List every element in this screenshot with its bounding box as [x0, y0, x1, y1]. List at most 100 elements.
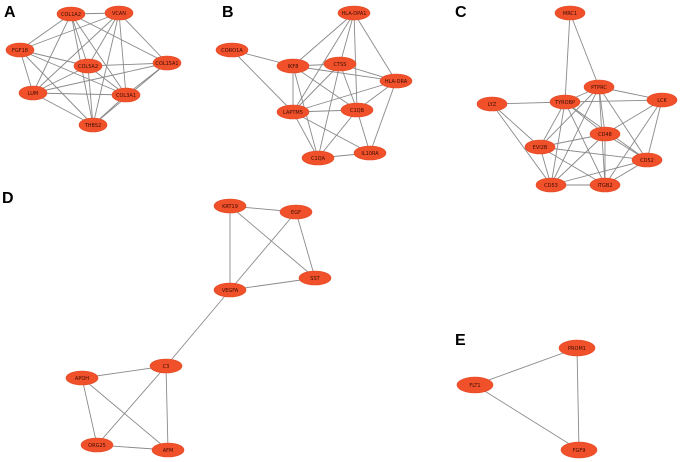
edge-ptprc-cd48 — [598, 86, 606, 135]
node-vegfa[interactable]: VEGFA — [213, 282, 247, 298]
node-label-lck: LCK — [657, 98, 667, 104]
node-tyrobp[interactable]: TYROBP — [549, 94, 581, 110]
edge-krt19-sst — [229, 205, 316, 279]
node-col15a1[interactable]: COL15A1 — [152, 55, 182, 71]
node-cd48[interactable]: CD48 — [589, 126, 621, 142]
node-ellipse-hla-dra[interactable] — [379, 73, 413, 89]
node-flt1[interactable]: FLT1 — [456, 376, 494, 394]
node-vcan[interactable]: VCAN — [104, 5, 134, 21]
node-ellipse-sst[interactable] — [298, 270, 332, 286]
node-ellipse-col15a1[interactable] — [152, 55, 182, 71]
node-ellipse-cd53[interactable] — [535, 177, 567, 193]
node-ellipse-c3[interactable] — [149, 358, 183, 374]
node-egf[interactable]: EGF — [279, 204, 313, 220]
node-ellipse-fgf18[interactable] — [5, 42, 35, 58]
node-ellipse-col1a2[interactable] — [56, 6, 86, 22]
node-fgf18[interactable]: FGF18 — [5, 42, 35, 58]
edge-vcan-col15a1 — [118, 12, 168, 64]
node-ellipse-vcan[interactable] — [104, 5, 134, 21]
node-ellipse-thbs2[interactable] — [78, 117, 108, 133]
node-ikf8[interactable]: IKF8 — [276, 58, 310, 74]
node-sst[interactable]: SST — [298, 270, 332, 286]
node-ellipse-col5a2[interactable] — [73, 58, 103, 74]
panel-e-edges — [474, 347, 580, 451]
node-krt19[interactable]: KRT19 — [213, 198, 247, 214]
node-lck[interactable]: LCK — [646, 92, 678, 108]
node-ellipse-ptprc[interactable] — [583, 79, 615, 95]
node-c3[interactable]: C3 — [149, 358, 183, 374]
node-label-cd52: CD52 — [640, 158, 654, 164]
edge-lyz-evi2b — [491, 103, 541, 148]
node-label-ikf8: IKF8 — [288, 64, 299, 70]
panel-letter-e: E — [455, 332, 466, 349]
node-ellipse-hla-dpa1[interactable] — [337, 5, 371, 21]
node-hla-dra[interactable]: HLA-DRA — [379, 73, 413, 89]
node-ellipse-mrc1[interactable] — [554, 5, 586, 21]
node-ellipse-egf[interactable] — [279, 204, 313, 220]
node-thbs2[interactable]: THBS2 — [78, 117, 108, 133]
node-ellipse-flt1[interactable] — [456, 376, 494, 394]
node-hla-dpa1[interactable]: HLA-DPA1 — [337, 5, 371, 21]
node-col5a2[interactable]: COL5A2 — [73, 58, 103, 74]
edge-ctss-laptm5 — [292, 63, 341, 113]
node-ellipse-laptm5[interactable] — [276, 104, 310, 120]
node-ellipse-cd52[interactable] — [631, 152, 663, 168]
node-ctss[interactable]: CTSS — [323, 56, 357, 72]
node-ellipse-c1qb[interactable] — [340, 102, 374, 118]
node-cd53[interactable]: CD53 — [535, 177, 567, 193]
node-afm[interactable]: AFM — [151, 442, 185, 458]
node-ellipse-lck[interactable] — [646, 92, 678, 108]
edge-hla-dpa1-c1qb — [353, 12, 358, 111]
node-ellipse-col3a1[interactable] — [111, 87, 141, 103]
node-lum[interactable]: LUM — [18, 85, 48, 101]
node-il10ra[interactable]: IL10RA — [353, 145, 387, 161]
node-lyz[interactable]: LYZ — [476, 96, 508, 112]
node-ellipse-itgb2[interactable] — [589, 177, 621, 193]
node-ellipse-cd48[interactable] — [589, 126, 621, 142]
node-ellipse-fgf9[interactable] — [560, 441, 598, 459]
node-org25[interactable]: ORG25 — [80, 437, 114, 453]
node-ellipse-lum[interactable] — [18, 85, 48, 101]
node-fgf9[interactable]: FGF9 — [560, 441, 598, 459]
node-label-prom1: PROM1 — [568, 346, 586, 352]
node-evi2b[interactable]: EVI2B — [524, 139, 556, 155]
node-itgb2[interactable]: ITGB2 — [589, 177, 621, 193]
node-label-fgf9: FGF9 — [573, 448, 586, 454]
node-label-ptprc: PTPRC — [591, 85, 607, 91]
node-prom1[interactable]: PROM1 — [558, 339, 596, 357]
node-cd52[interactable]: CD52 — [631, 152, 663, 168]
node-ellipse-org25[interactable] — [80, 437, 114, 453]
node-label-apoh: APOH — [75, 376, 89, 382]
node-ellipse-krt19[interactable] — [213, 198, 247, 214]
node-label-c3: C3 — [163, 364, 170, 370]
node-ellipse-afm[interactable] — [151, 442, 185, 458]
node-laptm5[interactable]: LAPTM5 — [276, 104, 310, 120]
node-ellipse-ctss[interactable] — [323, 56, 357, 72]
node-c1qb[interactable]: C1QB — [340, 102, 374, 118]
node-col1a2[interactable]: COL1A2 — [56, 6, 86, 22]
edge-lck-cd52 — [646, 99, 663, 161]
node-label-c1qb: C1QB — [350, 108, 365, 114]
edge-ptprc-cd53 — [550, 86, 600, 186]
node-ellipse-evi2b[interactable] — [524, 139, 556, 155]
node-col3a1[interactable]: COL3A1 — [111, 87, 141, 103]
node-ptprc[interactable]: PTPRC — [583, 79, 615, 95]
node-label-vegfa: VEGFA — [222, 288, 239, 294]
node-label-fgf18: FGF18 — [12, 48, 28, 54]
node-mrc1[interactable]: MRC1 — [554, 5, 586, 21]
edge-col1a2-col15a1 — [70, 13, 168, 64]
node-ellipse-vegfa[interactable] — [213, 282, 247, 298]
node-ellipse-ikf8[interactable] — [276, 58, 310, 74]
node-c1qa[interactable]: C1QA — [301, 150, 335, 166]
node-ellipse-tyrobp[interactable] — [549, 94, 581, 110]
node-ellipse-apoh[interactable] — [65, 370, 99, 386]
node-coro1a[interactable]: CORO1A — [215, 42, 249, 58]
node-ellipse-coro1a[interactable] — [215, 42, 249, 58]
node-ellipse-il10ra[interactable] — [353, 145, 387, 161]
node-ellipse-prom1[interactable] — [558, 339, 596, 357]
node-apoh[interactable]: APOH — [65, 370, 99, 386]
node-ellipse-lyz[interactable] — [476, 96, 508, 112]
node-label-col1a2: COL1A2 — [61, 12, 81, 18]
node-ellipse-c1qa[interactable] — [301, 150, 335, 166]
